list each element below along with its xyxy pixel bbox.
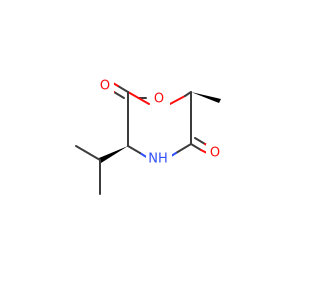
- bond-c5-o-double-a: [190, 143, 202, 151]
- bond-ch-me1: [75, 145, 101, 161]
- carbonyl-oxygen-left-label: O: [100, 79, 110, 94]
- label-mask-carbonyl-o-left: [96, 77, 114, 95]
- bond-c2-o-double-a: [117, 85, 129, 93]
- bond-c5-n: [175, 143, 192, 154]
- bond-o-ring-c6: [169, 95, 186, 105]
- bond-c5-o-double-b: [194, 137, 206, 145]
- bond-o-ring-left-half: [127, 91, 150, 105]
- isopropyl-bonds: [75, 145, 101, 195]
- wedge-bond-isopropyl: [99, 146, 128, 163]
- ring-bonds: [127, 91, 192, 159]
- label-mask-nh: [146, 150, 172, 168]
- carbonyl-oxygen-right-label: O: [210, 146, 220, 161]
- label-mask-carbonyl-o-right: [206, 144, 224, 162]
- amide-nitrogen-label: NH: [148, 152, 168, 167]
- bond-c2-o-double-b: [113, 91, 125, 99]
- wedge-bond-methyl: [191, 92, 221, 103]
- label-mask-ring-o: [150, 90, 170, 110]
- molecule-structure: O O O NH: [75, 77, 224, 195]
- bond-n-c3-b: [127, 145, 141, 154]
- ring-oxygen-label: O: [154, 92, 164, 107]
